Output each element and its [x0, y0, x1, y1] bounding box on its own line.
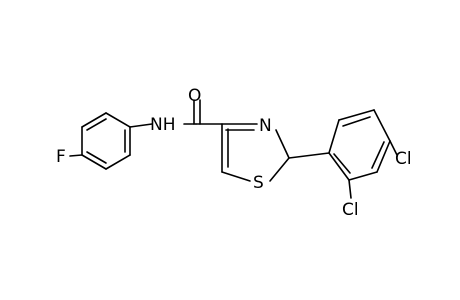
bond-c-n [129, 123, 153, 128]
bond-c-cl [348, 179, 352, 199]
atom-label-s: S [253, 173, 264, 193]
atom-label-f: F [56, 147, 66, 167]
bond-c-cl [389, 140, 398, 156]
atom-label-cl-bottom: Cl [342, 200, 359, 220]
double-bond-inner [86, 151, 107, 164]
bond-n3-c2 [275, 129, 290, 159]
bond [105, 154, 131, 170]
bond [338, 109, 375, 121]
atom-label-o: O [188, 86, 201, 106]
bond [373, 109, 391, 142]
bond [328, 152, 350, 181]
bond-c-f [69, 154, 83, 157]
atom-label-nh: NH [150, 115, 176, 135]
bond [105, 112, 131, 128]
bond-s1-c5 [221, 171, 251, 182]
bond [81, 112, 107, 128]
bond-c2-s1 [269, 157, 290, 182]
bond [81, 154, 107, 170]
bond [328, 119, 340, 154]
bond [348, 171, 378, 181]
bond-c-c [288, 152, 330, 159]
atom-label-cl-top: Cl [395, 149, 412, 169]
double-bond-inner [333, 153, 351, 174]
double-bond-inner [371, 141, 385, 169]
bond [376, 140, 391, 173]
atom-label-n: N [259, 116, 272, 136]
double-bond-inner [86, 118, 107, 131]
double-bond-inner [342, 116, 371, 127]
bonds [69, 99, 398, 199]
atom-labels: NH O N S F Cl Cl [56, 86, 412, 220]
